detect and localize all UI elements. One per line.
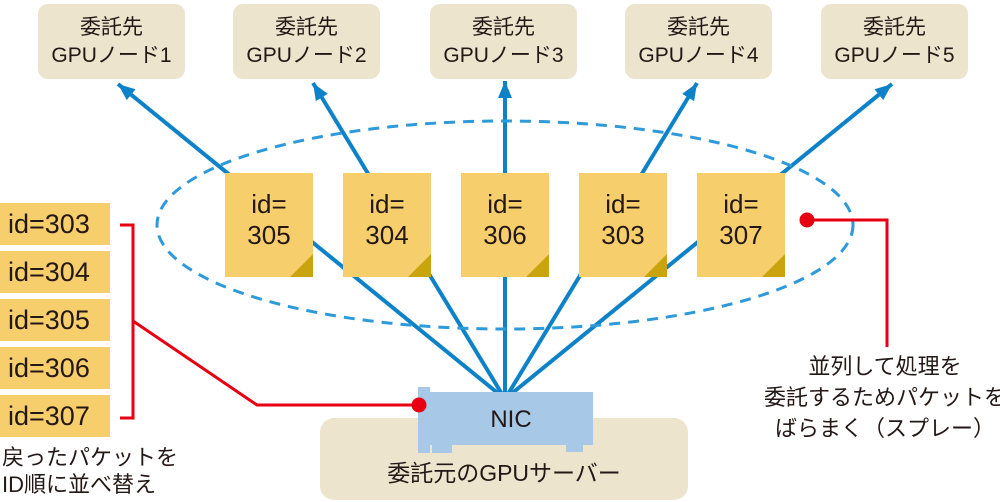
packet-id-prefix: id= <box>605 189 641 219</box>
spray-note-line1: 並列して処理を <box>808 354 962 379</box>
gpu-node-box-1: 委託先 GPUノード1 <box>38 4 185 79</box>
gpu-node-title: GPUノード5 <box>834 43 955 67</box>
sorted-packet-row-1: id=303 <box>0 203 110 245</box>
packet-doc-5: id= 307 <box>697 173 785 277</box>
spray-callout-dot <box>799 212 815 228</box>
packet-id-value: 303 <box>601 220 645 250</box>
packet-id-prefix: id= <box>369 189 405 219</box>
sorted-note-line2: ID順に並べ替え <box>2 472 157 497</box>
sorted-packet-label: id=305 <box>8 305 90 335</box>
sorted-packet-row-4: id=306 <box>0 347 110 389</box>
packet-doc-4: id= 303 <box>579 173 667 277</box>
sort-callout-line <box>132 319 417 407</box>
gpu-node-title: GPUノード4 <box>638 43 759 67</box>
sorted-packet-row-5: id=307 <box>0 395 110 437</box>
sorted-note: 戻ったパケットを ID順に並べ替え <box>2 444 178 498</box>
gpu-node-title: GPUノード1 <box>51 43 172 67</box>
packet-id-value: 306 <box>483 220 527 250</box>
packet-doc-1: id= 305 <box>225 173 313 277</box>
spray-note: 並列して処理を 委託するためパケットを ばらまく（スプレー） <box>760 351 1000 444</box>
sorted-packet-label: id=304 <box>8 257 90 287</box>
gpu-node-role: 委託先 <box>80 15 143 39</box>
sort-bracket-line <box>120 223 135 420</box>
spray-note-line3: ばらまく（スプレー） <box>774 416 995 441</box>
sorted-packet-row-3: id=305 <box>0 299 110 341</box>
nic-label: NIC <box>490 406 532 433</box>
gpu-node-title: GPUノード2 <box>246 43 367 67</box>
sorted-note-line1: 戻ったパケットを <box>2 445 179 470</box>
packet-doc-3: id= 306 <box>461 173 549 277</box>
sorted-packet-label: id=303 <box>8 209 90 239</box>
packet-doc-2: id= 304 <box>343 173 431 277</box>
gpu-node-role: 委託先 <box>863 15 926 39</box>
packet-id-value: 305 <box>247 220 291 250</box>
gpu-node-role: 委託先 <box>472 15 535 39</box>
packet-id-value: 307 <box>719 220 763 250</box>
packet-id-prefix: id= <box>723 189 759 219</box>
spray-note-line2: 委託するためパケットを <box>763 385 1000 410</box>
gpu-node-box-5: 委託先 GPUノード5 <box>821 4 968 79</box>
gpu-node-role: 委託先 <box>275 15 338 39</box>
packet-id-prefix: id= <box>251 189 287 219</box>
gpu-node-box-2: 委託先 GPUノード2 <box>233 4 380 79</box>
sorted-packet-label: id=306 <box>8 353 90 383</box>
sort-callout-dot <box>411 397 427 413</box>
gpu-node-box-3: 委託先 GPUノード3 <box>430 4 577 79</box>
spray-callout-line <box>807 218 889 347</box>
gpu-server-box: 委託元のGPUサーバー <box>320 418 688 500</box>
gpu-node-title: GPUノード3 <box>443 43 564 67</box>
gpu-server-label: 委託元のGPUサーバー <box>387 460 621 486</box>
packet-id-prefix: id= <box>487 189 523 219</box>
sorted-packet-row-2: id=304 <box>0 251 110 293</box>
sorted-packet-label: id=307 <box>8 401 90 431</box>
packet-id-value: 304 <box>365 220 409 250</box>
gpu-node-role: 委託先 <box>667 15 730 39</box>
gpu-node-box-4: 委託先 GPUノード4 <box>625 4 772 79</box>
